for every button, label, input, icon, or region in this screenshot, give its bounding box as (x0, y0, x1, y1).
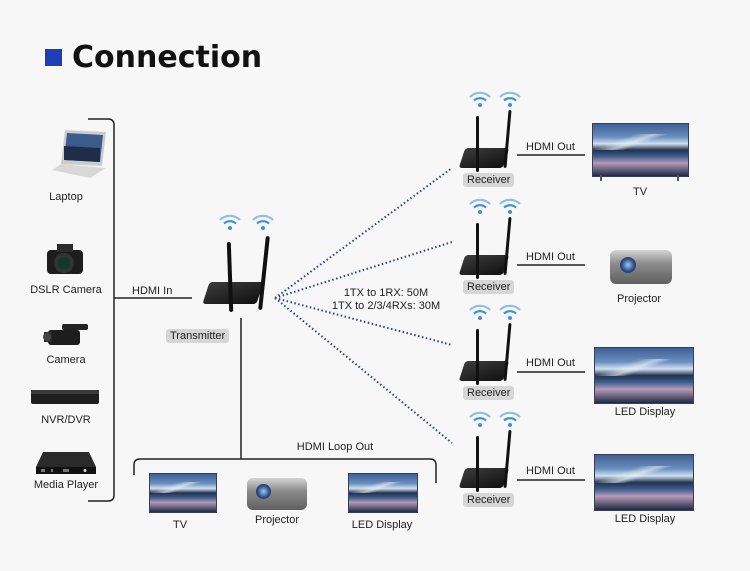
receiver-label-4: Receiver (463, 493, 515, 507)
loop-device-label-led-display: LED Display (351, 519, 413, 531)
tv-leg (677, 175, 679, 181)
tv-leg (600, 175, 602, 181)
title-square-icon (45, 49, 62, 66)
transmitter-device-icon (196, 234, 276, 320)
loop-device-label-tv: TV (172, 519, 188, 531)
wireless-link-1 (274, 167, 453, 299)
wifi-icon (469, 411, 491, 427)
media-player-icon (35, 451, 97, 475)
source-bracket (88, 118, 115, 502)
wireless-link-3 (274, 297, 453, 346)
source-label-laptop: Laptop (49, 191, 83, 203)
loop-tv-icon (149, 473, 217, 513)
nvr-dvr-icon (30, 388, 100, 406)
receiver-4 (458, 410, 528, 510)
hdmi-in-label: HDMI In (132, 285, 173, 297)
wifi-icon (469, 198, 491, 214)
receiver-label-1: Receiver (463, 173, 515, 187)
source-label-media-player: Media Player (33, 479, 99, 491)
wireless-link-2 (274, 241, 453, 299)
receiver-device-icon (458, 148, 510, 168)
range-line-1: 1TX to 1RX: 50M (343, 287, 429, 299)
wifi-icon (469, 91, 491, 107)
receiver-device-label-2: Projector (616, 293, 662, 305)
receiver-device-icon (458, 361, 510, 381)
wireless-link-4 (274, 297, 453, 444)
hdmi-loop-out-label: HDMI Loop Out (296, 441, 374, 453)
wifi-icon (499, 411, 521, 427)
receiver-1 (458, 90, 528, 190)
receiver-device-label-3: LED Display (614, 406, 676, 418)
hdmi-out-label-1: HDMI Out (526, 141, 575, 153)
receiver-device-label-1: TV (632, 186, 648, 198)
wifi-icon (499, 91, 521, 107)
loop-led-display-icon (348, 473, 418, 513)
loop-out-bracket (133, 458, 437, 483)
led-display-icon (594, 454, 694, 511)
wifi-icon (499, 304, 521, 320)
dslr-camera-icon (45, 242, 85, 278)
transmitter-label: Transmitter (166, 329, 230, 343)
source-label-camera: Camera (46, 354, 86, 366)
wifi-icon (252, 214, 274, 230)
camcorder-icon (42, 322, 92, 348)
receiver-label-3: Receiver (463, 386, 515, 400)
wifi-icon (499, 198, 521, 214)
led-display-icon (594, 347, 694, 404)
hdmi-out-label-4: HDMI Out (526, 465, 575, 477)
projector-icon (610, 250, 672, 284)
wifi-icon (469, 304, 491, 320)
hdmi-out-label-3: HDMI Out (526, 357, 575, 369)
tv-icon (592, 123, 689, 177)
range-line-2: 1TX to 2/3/4RXs: 30M (331, 300, 441, 312)
receiver-device-label-4: LED Display (614, 513, 676, 525)
receiver-device-icon (458, 468, 510, 488)
hdmi-out-label-2: HDMI Out (526, 251, 575, 263)
loop-device-label-projector: Projector (254, 514, 300, 526)
source-label-nvr-dvr: NVR/DVR (41, 414, 91, 426)
receiver-2 (458, 197, 528, 297)
wifi-icon (219, 214, 241, 230)
loop-projector-icon (247, 478, 307, 510)
receiver-3 (458, 303, 528, 403)
page-title: Connection (72, 40, 263, 75)
receiver-device-icon (458, 255, 510, 275)
laptop-icon (50, 128, 110, 178)
receiver-label-2: Receiver (463, 280, 515, 294)
source-label-dslr-camera: DSLR Camera (30, 284, 102, 296)
